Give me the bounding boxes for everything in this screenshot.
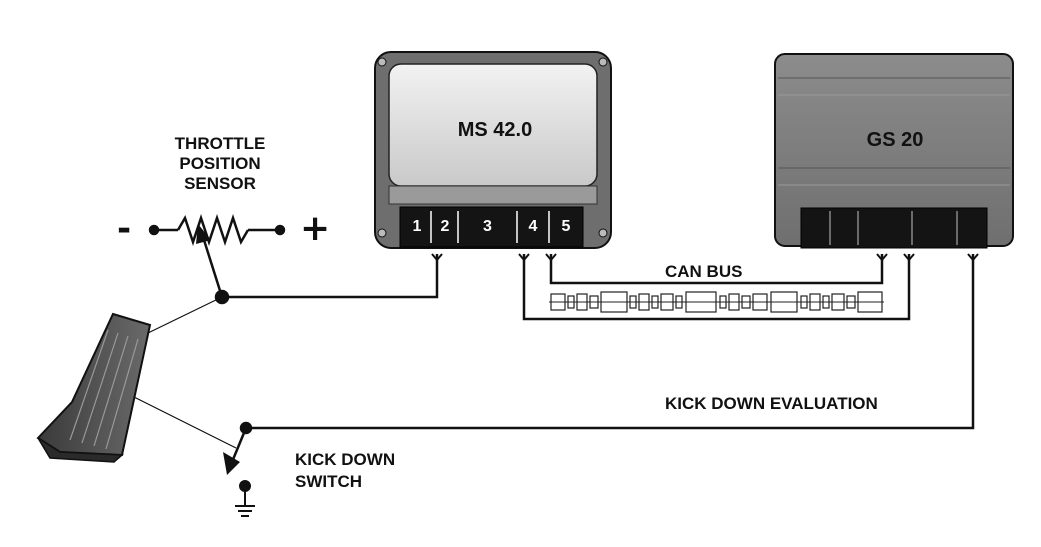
screw-icon bbox=[598, 57, 608, 67]
wiper-line bbox=[202, 239, 224, 298]
gs-can-terminal-icon bbox=[903, 253, 915, 262]
ground-icon bbox=[235, 480, 255, 517]
accelerator-pedal bbox=[36, 312, 152, 463]
ms42-pin-5: 5 bbox=[561, 218, 571, 235]
kd-switch-label-line: SWITCH bbox=[295, 472, 363, 491]
gs20-module bbox=[774, 53, 1014, 249]
ms42-pin-1: 1 bbox=[412, 218, 422, 235]
pin4-terminal-icon bbox=[518, 253, 530, 262]
pin5-terminal-icon bbox=[545, 253, 557, 262]
ms42-pin-2: 2 bbox=[440, 218, 450, 235]
gs20-title: GS 20 bbox=[866, 129, 924, 151]
can-bus-data-stream bbox=[549, 291, 884, 313]
kick-down-evaluation-label: KICK DOWN EVALUATION bbox=[665, 394, 878, 413]
can-bus-label: CAN BUS bbox=[665, 262, 743, 281]
gs20-connector bbox=[800, 207, 988, 249]
gs-can-terminal-icon bbox=[876, 253, 888, 262]
tps-label-line: POSITION bbox=[179, 154, 261, 173]
kick-down-switch-label: KICK DOWN SWITCH bbox=[295, 449, 395, 493]
gs-kd-terminal-icon bbox=[967, 253, 979, 262]
pin2-terminal-icon bbox=[431, 253, 443, 262]
screw-icon bbox=[377, 57, 387, 67]
ms42-title: MS 42.0 bbox=[457, 119, 533, 141]
wire-sensor-pin2 bbox=[214, 254, 439, 305]
ms42-pin-3: 3 bbox=[483, 218, 492, 235]
throttle-position-sensor-label: THROTTLE POSITION SENSOR bbox=[150, 134, 290, 194]
can-bus-wires bbox=[522, 254, 911, 321]
pedal-link-sensor bbox=[147, 297, 221, 334]
pedal-link-switch bbox=[129, 394, 237, 449]
tps-label-line: SENSOR bbox=[184, 174, 256, 193]
plus-terminal-label: + bbox=[300, 208, 331, 249]
kick-down-evaluation-wire bbox=[230, 254, 975, 463]
screw-icon bbox=[377, 228, 387, 238]
ms42-module bbox=[374, 51, 612, 249]
switch-arrow-icon bbox=[223, 452, 240, 475]
throttle-position-sensor bbox=[148, 214, 286, 298]
kd-switch-label-line: KICK DOWN bbox=[295, 450, 396, 469]
kick-down-switch-lever bbox=[230, 427, 248, 463]
ms42-pin-4: 4 bbox=[528, 218, 538, 235]
tps-label-line: THROTTLE bbox=[174, 134, 266, 153]
minus-terminal-label: - bbox=[117, 209, 132, 249]
wiper-arrow-icon bbox=[196, 224, 211, 244]
screw-icon bbox=[598, 228, 608, 238]
